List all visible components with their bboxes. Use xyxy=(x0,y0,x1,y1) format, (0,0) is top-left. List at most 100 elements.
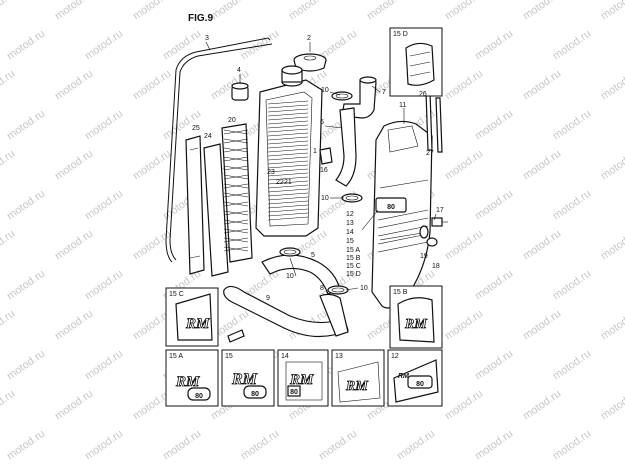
watermark-text: motod.ru xyxy=(521,148,563,183)
watermark-text: motod.ru xyxy=(599,0,625,22)
watermark-text: motod.ru xyxy=(239,428,281,463)
fin-line xyxy=(267,136,309,141)
fin-line xyxy=(267,120,309,125)
callout-10c: 10 xyxy=(286,273,294,280)
watermark-text: motod.ru xyxy=(317,428,359,463)
watermark-text: motod.ru xyxy=(53,0,95,22)
callout-10: 10 xyxy=(321,87,329,94)
watermark-text: motod.ru xyxy=(443,0,485,22)
decal-box-label: 15 B xyxy=(393,289,408,296)
stripe-line xyxy=(377,233,429,245)
decal-box-label: 15 D xyxy=(393,31,408,38)
decal-text-80: 80 xyxy=(195,393,203,400)
callout-13: 13 xyxy=(346,220,354,227)
decal-text-rm: RM xyxy=(231,371,258,388)
decal-box-13: 13 RM xyxy=(331,349,385,407)
mesh-line xyxy=(223,192,249,198)
watermark-text: motod.ru xyxy=(599,228,625,263)
mesh-line xyxy=(223,183,249,189)
mesh-line xyxy=(223,219,249,225)
callout-18: 18 xyxy=(432,263,440,270)
mesh-line xyxy=(223,138,249,144)
fin-line xyxy=(267,172,309,177)
callout-3: 3 xyxy=(205,35,209,42)
watermark-text: motod.ru xyxy=(473,348,515,383)
callout-15A: 15 A xyxy=(346,247,360,254)
fin-line xyxy=(267,132,309,137)
shroud-stripes xyxy=(377,209,429,253)
fin-line xyxy=(267,196,309,201)
callout-25: 25 xyxy=(192,125,200,132)
callout-17: 17 xyxy=(436,207,444,214)
watermark-text: motod.ru xyxy=(521,388,563,423)
leader-line xyxy=(205,41,211,51)
radiator-shroud: 80 xyxy=(371,120,433,309)
callout-27: 27 xyxy=(426,150,434,157)
watermark-text: motod.ru xyxy=(287,0,329,22)
decal-box-14: 14 RM 80 xyxy=(277,349,329,407)
fin-line xyxy=(267,216,309,221)
callout-22: 22 xyxy=(276,179,284,186)
decal-text-80: 80 xyxy=(290,389,298,396)
watermark-text: motod.ru xyxy=(473,268,515,303)
overflow-tube xyxy=(165,37,271,263)
shroud-rod-27 xyxy=(435,97,443,153)
watermark-text: motod.ru xyxy=(473,428,515,463)
fin-line xyxy=(267,204,309,209)
fin-line xyxy=(267,192,309,197)
watermark-text: motod.ru xyxy=(83,28,125,63)
hose-8 xyxy=(319,293,349,337)
watermark-text: motod.ru xyxy=(5,348,47,383)
watermark-text: motod.ru xyxy=(599,68,625,103)
watermark-text: motod.ru xyxy=(53,68,95,103)
decal-text-80: 80 xyxy=(416,381,424,388)
watermark-text: motod.ru xyxy=(473,188,515,223)
decal-text-rm: RM xyxy=(345,379,368,394)
fin-line xyxy=(267,144,309,149)
callout-24: 24 xyxy=(204,133,212,140)
decal-box-label: 15 A xyxy=(169,353,183,360)
callout-26: 26 xyxy=(419,91,427,98)
stripe-line xyxy=(377,241,429,253)
callout-15C: 15 C xyxy=(346,263,361,270)
watermark-text: motod.ru xyxy=(5,188,47,223)
mesh-line xyxy=(223,147,249,153)
watermark-text: motod.ru xyxy=(53,148,95,183)
decal-box-15D: 15 D xyxy=(389,27,443,97)
callout-16: 16 xyxy=(320,167,328,174)
watermark-text: motod.ru xyxy=(599,148,625,183)
decal-text-rm: RM xyxy=(398,373,409,380)
watermark-text: motod.ru xyxy=(131,148,173,183)
callout-9: 9 xyxy=(266,295,270,302)
overflow-tube-inner xyxy=(169,43,273,261)
fin-line xyxy=(267,128,309,133)
watermark-text: motod.ru xyxy=(551,348,593,383)
watermark-text: motod.ru xyxy=(551,28,593,63)
fin-line xyxy=(267,212,309,217)
watermark-text: motod.ru xyxy=(443,68,485,103)
watermark-text: motod.ru xyxy=(551,108,593,143)
watermark-text: motod.ru xyxy=(521,68,563,103)
decal-box-label: 15 xyxy=(225,353,233,360)
decal-box-15B: 15 B RM xyxy=(389,285,443,349)
mesh-line xyxy=(223,129,249,135)
mesh-line xyxy=(223,165,249,171)
radiator-guard-25 xyxy=(185,135,205,275)
watermark-text: motod.ru xyxy=(551,268,593,303)
watermark-text: motod.ru xyxy=(83,188,125,223)
callout-19: 19 xyxy=(420,253,428,260)
fin-line xyxy=(267,200,309,205)
fin-line xyxy=(267,176,309,181)
fin-line xyxy=(267,188,309,193)
callout-23: 23 xyxy=(267,169,275,176)
callout-8: 8 xyxy=(320,285,324,292)
fin-line xyxy=(267,152,309,157)
fin-line xyxy=(267,140,309,145)
fin-line xyxy=(267,164,309,169)
callout-20: 20 xyxy=(228,117,236,124)
fin-line xyxy=(267,108,309,113)
watermark-text: motod.ru xyxy=(131,228,173,263)
mesh-line xyxy=(223,201,249,207)
callout-labels: 3 2 4 10 7 6 1 16 25 24 20 23 22 21 10 5… xyxy=(192,35,444,302)
